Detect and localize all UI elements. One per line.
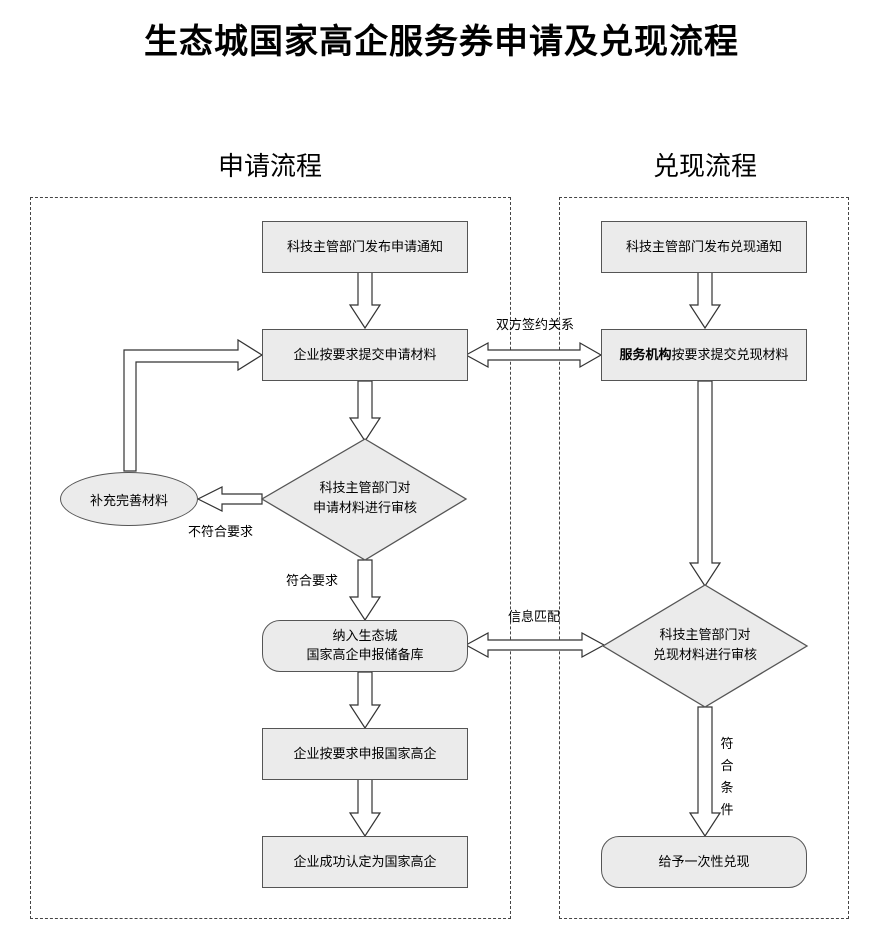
redeem-notice-box: 科技主管部门发布兑现通知	[601, 221, 807, 273]
redeem-meets-label: 符合条件	[720, 737, 734, 818]
arrow-contract-double	[464, 341, 603, 369]
contract-label: 双方签约关系	[496, 318, 575, 333]
arrow-redeem-notice-to-submit	[688, 271, 722, 330]
arrow-notice-to-submit	[348, 271, 382, 330]
arrow-library-to-declare	[348, 671, 382, 730]
apply-certified-box: 企业成功认定为国家高企	[262, 836, 468, 888]
redeem-review-label: 科技主管部门对 兑现材料进行审核	[622, 623, 788, 669]
apply-submit-label: 企业按要求提交申请材料	[293, 347, 437, 363]
redeem-review-line2: 兑现材料进行审核	[652, 648, 757, 663]
apply-review-line2: 申请材料进行审核	[312, 501, 417, 516]
arrow-redeem-submit-to-review	[688, 380, 722, 588]
apply-library-box: 纳入生态城 国家高企申报储备库	[262, 620, 468, 672]
supplement-label: 补充完善材料	[89, 493, 168, 509]
apply-review-diamond	[260, 438, 468, 561]
apply-library-line2: 国家高企申报储备库	[306, 648, 424, 663]
apply-notice-label: 科技主管部门发布申请通知	[286, 239, 443, 255]
arrow-review-to-supplement	[196, 486, 263, 512]
arrow-declare-to-certified	[348, 778, 382, 838]
arrow-redeem-review-to-payout	[688, 706, 722, 838]
arrow-match-double	[464, 631, 606, 659]
apply-notice-box: 科技主管部门发布申请通知	[262, 221, 468, 273]
not-meet-label: 不符合要求	[188, 525, 254, 540]
arrow-submit-to-review	[348, 380, 382, 443]
redeem-submit-rest: 按要求提交兑现材料	[671, 347, 789, 363]
redeem-notice-label: 科技主管部门发布兑现通知	[625, 239, 782, 255]
apply-section-heading: 申请流程	[217, 152, 322, 182]
arrow-supplement-to-submit	[123, 338, 264, 472]
redeem-section-heading: 兑现流程	[652, 152, 757, 182]
apply-section-frame	[30, 197, 511, 919]
arrow-review-to-library	[348, 559, 382, 622]
apply-declare-label: 企业按要求申报国家高企	[293, 746, 437, 762]
apply-library-line1: 纳入生态城	[332, 629, 398, 644]
apply-review-label: 科技主管部门对 申请材料进行审核	[282, 476, 448, 522]
redeem-review-diamond	[601, 584, 809, 708]
redeem-submit-bold: 服务机构	[619, 347, 672, 363]
apply-declare-box: 企业按要求申报国家高企	[262, 728, 468, 780]
redeem-payout-box: 给予一次性兑现	[601, 836, 807, 888]
meets-label: 符合要求	[286, 574, 339, 589]
match-label: 信息匹配	[508, 610, 561, 625]
apply-submit-box: 企业按要求提交申请材料	[262, 329, 468, 381]
redeem-section-frame	[559, 197, 849, 919]
supplement-ellipse: 补充完善材料	[60, 472, 198, 526]
redeem-review-line1: 科技主管部门对	[659, 628, 751, 643]
page-title: 生态城国家高企服务券申请及兑现流程	[144, 22, 739, 62]
redeem-payout-label: 给予一次性兑现	[658, 854, 750, 870]
apply-review-line1: 科技主管部门对	[319, 481, 411, 496]
apply-certified-label: 企业成功认定为国家高企	[293, 854, 437, 870]
redeem-submit-box: 服务机构按要求提交兑现材料	[601, 329, 807, 381]
